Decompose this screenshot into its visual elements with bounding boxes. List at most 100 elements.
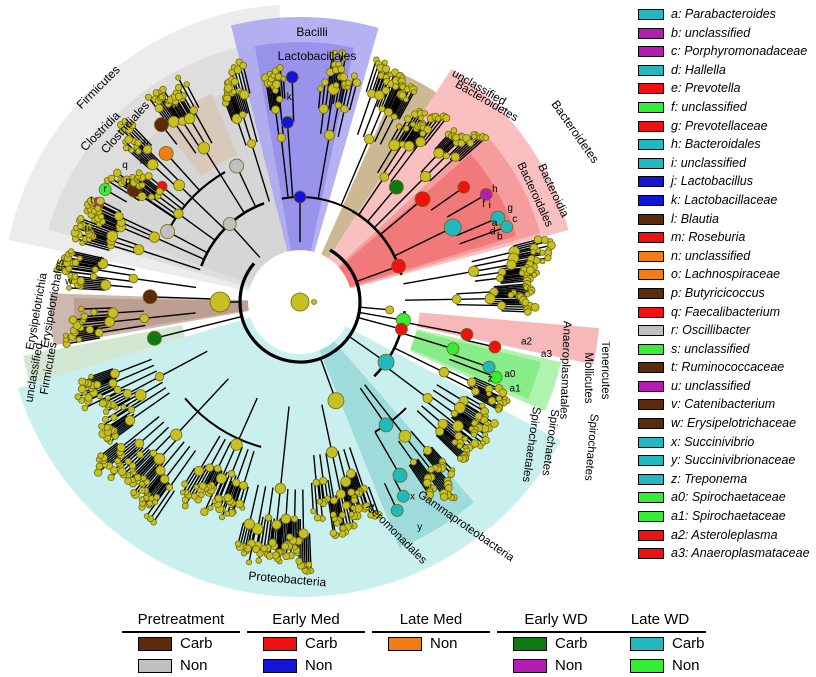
- phylum-node-95: [386, 306, 394, 314]
- fan-node-19-1: [160, 475, 169, 484]
- leaf-17-4-0: [266, 552, 273, 559]
- leaf-6-1-5: [281, 76, 286, 81]
- leaf-16-1-7: [348, 489, 355, 496]
- fan-node-18-0: [239, 481, 247, 489]
- leaf-11-0-0: [534, 236, 542, 244]
- node-letter-n: n: [143, 137, 149, 148]
- legend-swatch: [638, 121, 664, 132]
- fan-node-18-1: [233, 479, 240, 486]
- leaf-13-1-7: [496, 407, 502, 413]
- gamma-node: [379, 418, 393, 432]
- legend-swatch: [638, 325, 664, 336]
- leaf-16-4-2: [339, 531, 345, 537]
- fan-base-21: [140, 314, 149, 323]
- edge-fan-node-17-1: [295, 489, 296, 519]
- leaf-20-1-2: [99, 423, 105, 429]
- fan-node-16-6: [313, 479, 320, 486]
- leaf-20-5-3: [75, 394, 81, 400]
- legend-label: h: Bacteroidales: [671, 136, 761, 153]
- leaf-4-3-0: [175, 93, 182, 100]
- bacteroidales-node: [444, 219, 461, 236]
- fan-node-4-0: [168, 116, 179, 127]
- legend-label: d: Hallella: [671, 62, 726, 79]
- leaf-20-4-1: [82, 405, 88, 411]
- lacto-node-2: [286, 71, 298, 83]
- edge-phylum-node-95: [360, 307, 390, 310]
- node-letter-a1: a1: [510, 384, 522, 395]
- legend-swatch: [638, 65, 664, 76]
- leaf-8-4-7: [412, 90, 417, 95]
- group-swatch: [513, 659, 547, 673]
- group-swatch: [630, 637, 664, 651]
- fan-base-3: [174, 180, 185, 191]
- fan-base-2: [174, 209, 183, 218]
- legend-item: p: Butyricicoccus: [634, 285, 814, 304]
- group-entry: Carb: [247, 635, 365, 655]
- leaf-20-2-0: [111, 414, 118, 421]
- fan-node-2-1: [148, 194, 154, 200]
- legend-item: g: Prevotellaceae: [634, 118, 814, 137]
- fan-node-2-0: [138, 192, 146, 200]
- fan-node-10-2: [451, 153, 460, 162]
- leaf-22-3-7: [68, 249, 73, 254]
- fan-node-7-3: [341, 105, 349, 113]
- legend-item: e: Prevotella: [634, 80, 814, 99]
- leaf-2-3-2: [136, 170, 142, 176]
- node-letter-i: i: [489, 200, 491, 211]
- fan-node-14-2: [451, 410, 458, 417]
- leaf-9-3-4: [443, 114, 450, 121]
- fan-node-11-2: [507, 260, 516, 269]
- leaf-19-7-1: [94, 469, 102, 477]
- fan-node-6-0: [272, 106, 280, 114]
- node-letter-v: v: [97, 254, 102, 265]
- leaf-20-6-7: [89, 374, 94, 379]
- fan-base-20: [155, 372, 163, 380]
- legend-item: j: Lactobacillus: [634, 173, 814, 192]
- leaf-19-4-2: [125, 478, 132, 485]
- leaf-21-2-1: [81, 313, 88, 320]
- legend-item: t: Ruminococcaceae: [634, 359, 814, 378]
- legend-label: k: Lactobacillaceae: [671, 192, 777, 209]
- legend-swatch: [638, 251, 664, 262]
- leaf-18-3-0: [215, 495, 222, 502]
- leaf-19-6-0: [125, 458, 131, 464]
- legend-item: x: Succinivibrio: [634, 434, 814, 453]
- leaf-16-5-0: [331, 512, 337, 518]
- group-underline: [614, 631, 706, 633]
- group-title: Late Med: [372, 610, 490, 630]
- group-underline: [247, 631, 365, 633]
- leaf-5-2-4: [240, 62, 247, 69]
- legend-swatch: [638, 381, 664, 392]
- fan-base-16: [326, 447, 337, 458]
- legend-label: a2: Asteroleplasma: [671, 527, 778, 544]
- fan-node-17-1: [291, 516, 297, 522]
- group-title: Late WD: [614, 610, 706, 630]
- fan-node-2-3: [156, 188, 163, 195]
- legend-swatch: [638, 83, 664, 94]
- leaf-7-1-6: [338, 66, 345, 73]
- fan-node-18-4: [214, 465, 221, 472]
- leaf-18-3-1: [208, 505, 213, 510]
- legend-swatch: [638, 511, 664, 522]
- leaf-14-1-1: [475, 413, 482, 420]
- leaf-7-0-0: [318, 86, 324, 92]
- fan-base-15: [399, 430, 411, 442]
- legend-item: a1: Spirochaetaceae: [634, 508, 814, 527]
- leaf-17-5-2: [246, 560, 251, 565]
- leaf-21-2-2: [91, 309, 97, 315]
- legend-swatch: [638, 288, 664, 299]
- legend-label: t: Ruminococcaceae: [671, 359, 784, 376]
- legend-swatch: [638, 344, 664, 355]
- legend-label: a0: Spirochaetaceae: [671, 489, 786, 506]
- firmicutes-node-r: [161, 225, 175, 239]
- group-entry: Non: [372, 635, 490, 655]
- legend-item: s: unclassified: [634, 341, 814, 360]
- edge-fan-node-22-2: [95, 270, 134, 276]
- leaf-16-4-1: [340, 525, 346, 531]
- fan-node-21-0: [95, 329, 103, 337]
- group-entry: Carb: [614, 635, 706, 655]
- leaf-13-0-4: [486, 391, 491, 396]
- leaf-16-2-5: [349, 512, 354, 517]
- leaf-16-2-3: [351, 505, 356, 510]
